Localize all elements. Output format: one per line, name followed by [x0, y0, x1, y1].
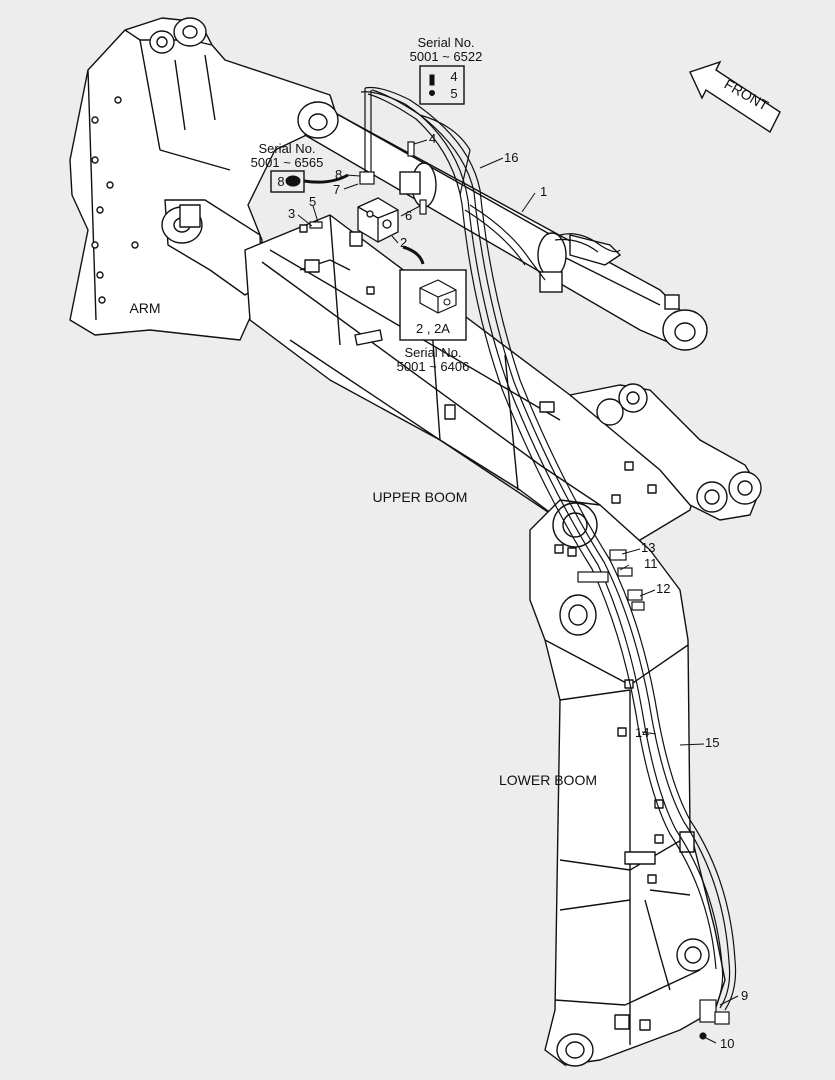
part-number-12: 12	[656, 581, 670, 596]
serial-item-2a: 8	[277, 174, 284, 189]
part-number-8: 8	[335, 167, 342, 182]
boom-knuckle	[568, 383, 762, 521]
part-number-15: 15	[705, 735, 719, 750]
leader-lines	[297, 139, 739, 1044]
cylinder	[297, 100, 708, 351]
serial-callout-2: Serial No. 5001 ~ 6565 8	[251, 141, 349, 193]
serial-item-1a: 4	[450, 69, 457, 84]
part-number-5: 5	[309, 194, 316, 209]
label-upper-boom: UPPER BOOM	[373, 489, 468, 505]
part-number-2: 2	[400, 235, 407, 250]
part-number-1: 1	[540, 184, 547, 199]
part-number-7: 7	[333, 182, 340, 197]
valve-block	[357, 197, 399, 243]
part-number-4: 4	[429, 131, 436, 146]
serial-item-1b: 5	[450, 86, 457, 101]
part-number-6: 6	[405, 208, 412, 223]
serial-box-1	[419, 65, 465, 105]
part-number-9: 9	[741, 988, 748, 1003]
callout-pointer-2	[303, 173, 349, 184]
serial-range-2: 5001 ~ 6565	[251, 155, 324, 170]
part-number-13: 13	[641, 540, 655, 555]
bolts	[285, 74, 435, 187]
part-number-10: 10	[720, 1036, 734, 1051]
callout-pointer-3	[402, 245, 425, 265]
lower-boom-structure	[529, 499, 726, 1067]
serial-title-1: Serial No.	[417, 35, 474, 50]
serial-range-1: 5001 ~ 6522	[410, 49, 483, 64]
serial-range-3: 5001 ~ 6406	[397, 359, 470, 374]
label-arm: ARM	[129, 300, 160, 316]
part-number-3: 3	[288, 206, 295, 221]
serial-item-3a: 2 , 2A	[416, 321, 450, 336]
hose-fittings	[309, 141, 730, 1040]
serial-title-3: Serial No.	[404, 345, 461, 360]
serial-callout-3: 2 , 2A Serial No. 5001 ~ 6406	[397, 245, 470, 374]
part-number-14: 14	[635, 725, 649, 740]
part-numbers: 1 2 3 4 5 6 7 8 9 10 11 12 13 14 15 16	[288, 131, 748, 1051]
arm-structure	[69, 17, 339, 341]
serial-callout-1: Serial No. 5001 ~ 6522 4 5	[410, 35, 483, 105]
part-number-11: 11	[644, 556, 658, 571]
label-lower-boom: LOWER BOOM	[499, 772, 597, 788]
part-number-16: 16	[504, 150, 518, 165]
upper-boom-structure	[244, 214, 701, 546]
serial-title-2: Serial No.	[258, 141, 315, 156]
front-arrow-icon	[689, 60, 781, 134]
